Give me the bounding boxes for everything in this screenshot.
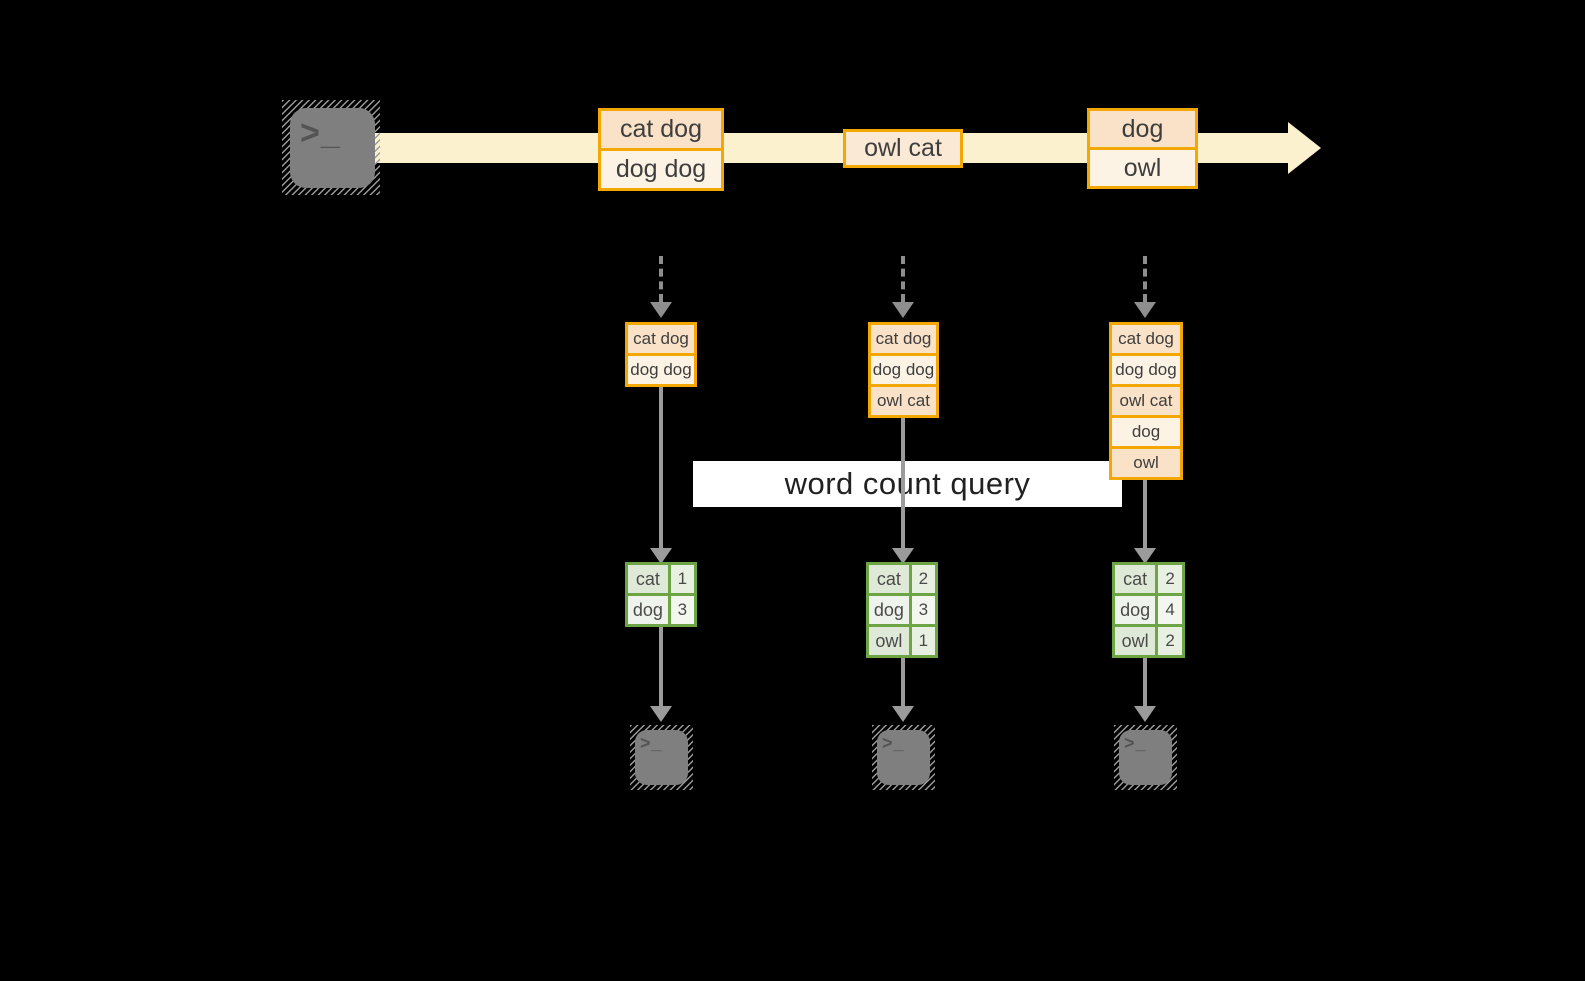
terminal-body <box>877 730 930 785</box>
dashed-connector <box>1143 256 1147 302</box>
connector <box>659 627 663 706</box>
stack-record: cat dog <box>628 325 694 353</box>
dashed-connector <box>659 256 663 302</box>
connector <box>659 385 663 548</box>
arrowhead-icon <box>650 706 672 722</box>
word-cell: dog <box>869 596 909 624</box>
stack-record: owl cat <box>1112 387 1180 415</box>
arrowhead-icon <box>892 302 914 318</box>
word-cell: owl <box>869 627 909 655</box>
word-cell: cat <box>869 565 909 593</box>
connector <box>1143 478 1147 548</box>
count-cell: 3 <box>670 596 694 624</box>
table-row: cat 1 <box>628 565 694 593</box>
record-stack-1: cat dog dog dog <box>625 322 697 387</box>
count-cell: 4 <box>1158 596 1182 624</box>
stack-record: cat dog <box>871 325 936 353</box>
word-cell: cat <box>1115 565 1156 593</box>
arrowhead-icon <box>892 706 914 722</box>
stack-record: dog dog <box>628 356 694 384</box>
count-cell: 3 <box>911 596 935 624</box>
count-cell: 2 <box>1158 627 1182 655</box>
terminal-body <box>635 730 688 785</box>
count-cell: 1 <box>670 565 694 593</box>
sink-terminal-icon: >_ <box>630 725 693 790</box>
sink-terminal-icon: >_ <box>1114 725 1177 790</box>
query-label: word count query <box>784 466 1031 501</box>
stream-record: owl <box>1090 150 1195 186</box>
terminal-body <box>290 108 375 188</box>
arrowhead-icon <box>1134 302 1156 318</box>
table-row: dog 3 <box>628 596 694 624</box>
word-cell: owl <box>1115 627 1156 655</box>
stream-record: owl cat <box>846 132 960 165</box>
source-terminal-icon: >_ <box>282 100 380 195</box>
count-cell: 2 <box>911 565 935 593</box>
connector <box>901 415 905 548</box>
arrowhead-icon <box>650 548 672 564</box>
connector <box>901 658 905 706</box>
arrowhead-icon <box>1134 706 1156 722</box>
table-row: cat 2 <box>869 565 935 593</box>
arrowhead-icon <box>650 302 672 318</box>
stream-record: dog <box>1090 111 1195 147</box>
table-row: owl 1 <box>869 627 935 655</box>
stream-arrowhead-icon <box>1288 122 1321 174</box>
stream-batch-2: owl cat <box>843 129 963 168</box>
stack-record: owl <box>1112 449 1180 477</box>
sink-terminal-icon: >_ <box>872 725 935 790</box>
connector <box>1143 658 1147 706</box>
word-cell: cat <box>628 565 668 593</box>
arrowhead-icon <box>1134 548 1156 564</box>
stack-record: cat dog <box>1112 325 1180 353</box>
word-cell: dog <box>628 596 668 624</box>
arrowhead-icon <box>892 548 914 564</box>
stream-batch-1: cat dog dog dog <box>598 108 724 191</box>
terminal-prompt-icon: >_ <box>300 114 341 152</box>
record-stack-2: cat dog dog dog owl cat <box>868 322 939 418</box>
terminal-prompt-icon: >_ <box>640 733 663 753</box>
query-band: word count query <box>693 461 1122 507</box>
count-cell: 1 <box>911 627 935 655</box>
stream-record: dog dog <box>601 151 721 188</box>
table-row: dog 4 <box>1115 596 1182 624</box>
stack-record: owl cat <box>871 387 936 415</box>
count-table-3: cat 2 dog 4 owl 2 <box>1112 562 1185 658</box>
record-stack-3: cat dog dog dog owl cat dog owl <box>1109 322 1183 480</box>
terminal-prompt-icon: >_ <box>1124 733 1147 753</box>
count-table-1: cat 1 dog 3 <box>625 562 697 627</box>
stack-record: dog <box>1112 418 1180 446</box>
table-row: cat 2 <box>1115 565 1182 593</box>
table-row: dog 3 <box>869 596 935 624</box>
count-cell: 2 <box>1158 565 1182 593</box>
stack-record: dog dog <box>1112 356 1180 384</box>
count-table-2: cat 2 dog 3 owl 1 <box>866 562 938 658</box>
stream-record: cat dog <box>601 111 721 148</box>
table-row: owl 2 <box>1115 627 1182 655</box>
terminal-body <box>1119 730 1172 785</box>
terminal-prompt-icon: >_ <box>882 733 905 753</box>
stack-record: dog dog <box>871 356 936 384</box>
word-cell: dog <box>1115 596 1156 624</box>
stream-batch-3: dog owl <box>1087 108 1198 189</box>
dashed-connector <box>901 256 905 302</box>
